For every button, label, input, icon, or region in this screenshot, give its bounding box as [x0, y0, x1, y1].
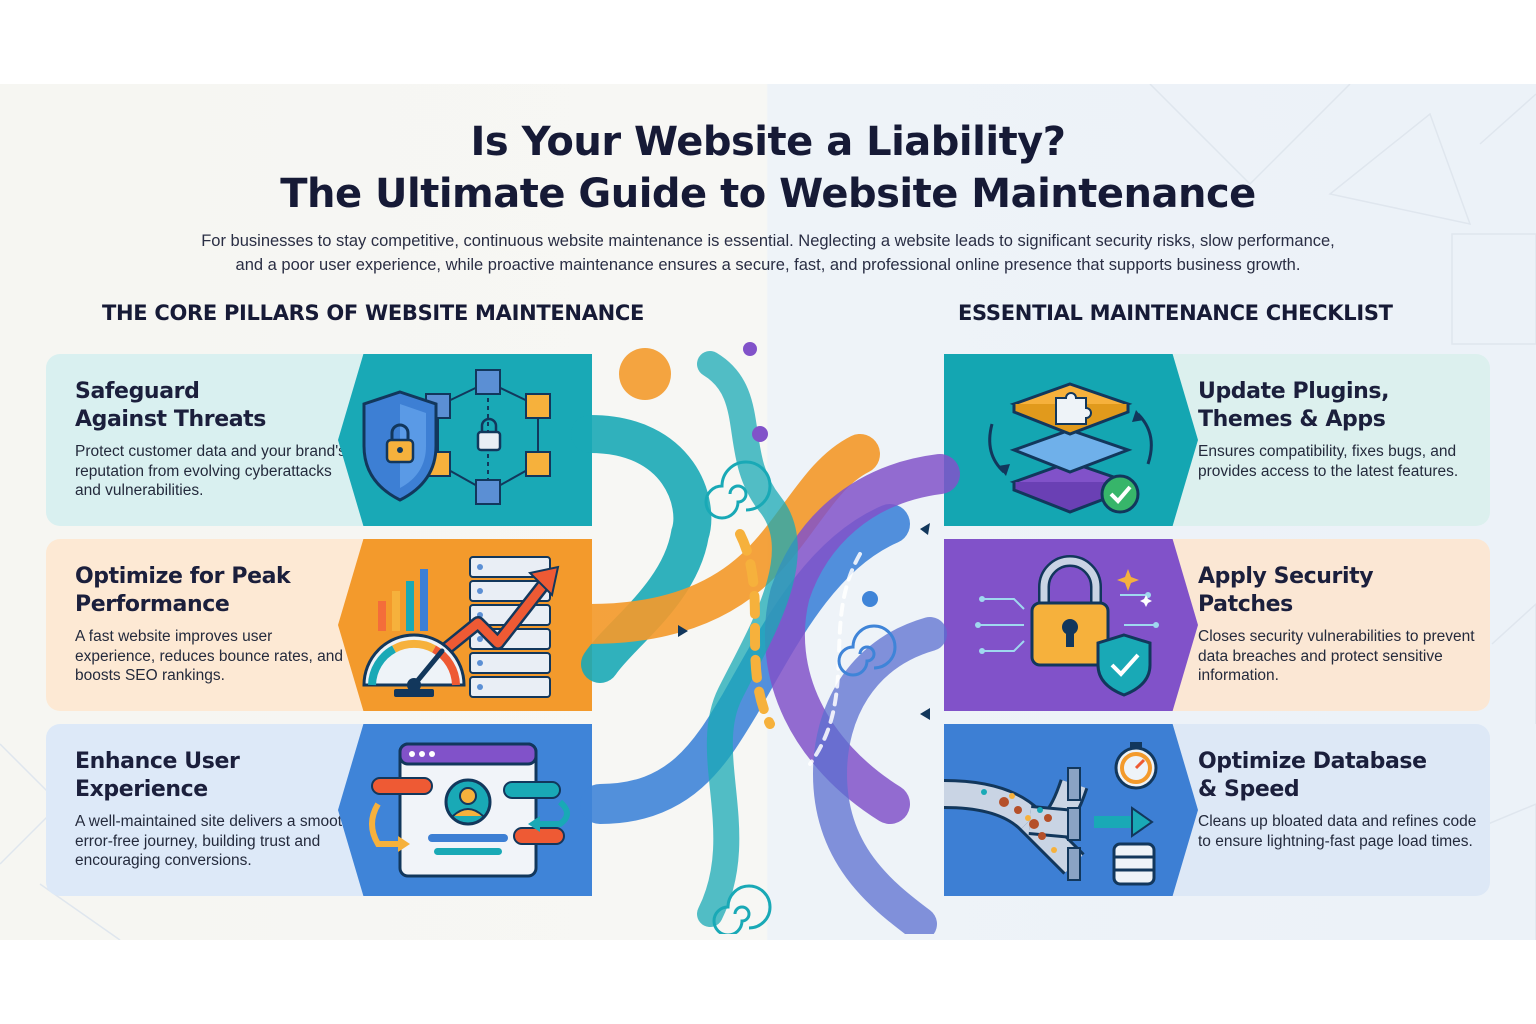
- pillar-title-line-2: Performance: [75, 592, 230, 617]
- intro-text-line-2: and a poor user experience, while proact…: [235, 256, 1301, 274]
- pillar-description: A well-maintained site delivers a smooth…: [75, 813, 355, 869]
- infographic-canvas: Is Your Website a Liability? The Ultimat…: [0, 84, 1536, 940]
- pillars-heading: THE CORE PILLARS OF WEBSITE MAINTENANCE: [102, 301, 645, 325]
- padlock-shield-icon: [944, 539, 1198, 711]
- pillar-card-safeguard: Safeguard Against Threats Protect custom…: [46, 354, 592, 526]
- pillar-title: Optimize for Peak Performance: [75, 563, 355, 619]
- checklist-description: Closes security vulnerabilities to preve…: [1198, 628, 1475, 684]
- checklist-card-database: Optimize Database & Speed Cleans up bloa…: [944, 724, 1490, 896]
- page-title-line-2: The Ultimate Guide to Website Maintenanc…: [280, 171, 1256, 217]
- pillar-title: Safeguard Against Threats: [75, 378, 355, 434]
- checklist-title-line-2: Themes & Apps: [1198, 407, 1386, 432]
- pillar-title-line-1: Optimize for Peak: [75, 564, 291, 589]
- checklist-description: Cleans up bloated data and refines code …: [1198, 813, 1477, 850]
- shield-lock-network-icon: [338, 354, 592, 526]
- database-pipe-icon: [944, 724, 1198, 896]
- checklist-title-line-1: Optimize Database: [1198, 749, 1427, 774]
- checklist-title: Apply Security Patches: [1198, 563, 1478, 619]
- pillar-card-user-experience: Enhance User Experience A well-maintaine…: [46, 724, 592, 896]
- pillar-description: A fast website improves user experience,…: [75, 628, 343, 684]
- checklist-title-line-2: & Speed: [1198, 777, 1300, 802]
- speedometer-growth-icon: [338, 539, 592, 711]
- pillar-title-line-1: Safeguard: [75, 379, 200, 404]
- intro-text-line-1: For businesses to stay competitive, cont…: [201, 232, 1335, 250]
- layered-update-icon: [944, 354, 1198, 526]
- pillar-card-performance: Optimize for Peak Performance A fast web…: [46, 539, 592, 711]
- pillar-title: Enhance User Experience: [75, 748, 355, 804]
- page-title-line-1: Is Your Website a Liability?: [470, 119, 1066, 165]
- checklist-title-line-1: Update Plugins,: [1198, 379, 1390, 404]
- checklist-title-line-2: Patches: [1198, 592, 1293, 617]
- checklist-title: Optimize Database & Speed: [1198, 748, 1478, 804]
- pillar-title-line-2: Against Threats: [75, 407, 266, 432]
- pillar-title-line-1: Enhance User: [75, 749, 240, 774]
- pillar-title-line-2: Experience: [75, 777, 208, 802]
- user-interface-icon: [338, 724, 592, 896]
- pillar-description: Protect customer data and your brand's r…: [75, 443, 346, 499]
- checklist-description: Ensures compatibility, fixes bugs, and p…: [1198, 443, 1459, 480]
- checklist-card-updates: Update Plugins, Themes & Apps Ensures co…: [944, 354, 1490, 526]
- checklist-title: Update Plugins, Themes & Apps: [1198, 378, 1478, 434]
- checklist-title-line-1: Apply Security: [1198, 564, 1374, 589]
- checklist-card-security-patches: Apply Security Patches Closes security v…: [944, 539, 1490, 711]
- checklist-heading: ESSENTIAL MAINTENANCE CHECKLIST: [958, 301, 1393, 325]
